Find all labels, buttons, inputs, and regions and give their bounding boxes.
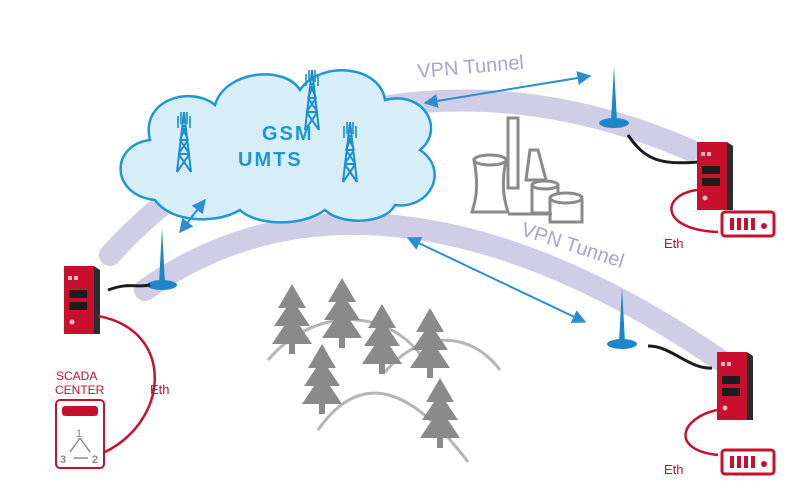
eth-cable-right-top	[670, 188, 719, 234]
link-arrow	[423, 71, 592, 108]
pine-tree-icon	[420, 378, 460, 448]
eth-label-right-top: Eth	[664, 236, 684, 251]
pine-tree-icon	[272, 284, 312, 354]
router-icon	[717, 352, 753, 420]
router-icon	[64, 266, 100, 334]
eth-cable-left	[97, 314, 156, 454]
link-arrow	[406, 237, 587, 323]
pine-tree-icon	[410, 308, 450, 378]
link-arrow	[179, 198, 206, 234]
scada-terminal	[55, 399, 105, 469]
pine-tree-icon	[302, 344, 342, 414]
scada-label-line2: CENTER	[55, 383, 105, 397]
antenna-cable	[626, 134, 699, 165]
plc-device-icon	[720, 448, 776, 476]
scada-label-line1: SCADA	[56, 369, 97, 383]
plc-device-icon	[720, 210, 776, 238]
vpn-tunnel-label-upper: VPN Tunnel	[417, 52, 525, 83]
cloud-label-umts: UMTS	[238, 149, 303, 171]
scada-node-3: 3	[60, 454, 66, 466]
power-plant-icon	[470, 116, 584, 224]
antenna-cable	[107, 283, 151, 292]
eth-label-right-bottom: Eth	[664, 462, 684, 477]
cloud-label-gsm: GSM	[262, 123, 314, 145]
pine-tree-icon	[362, 304, 402, 374]
pine-tree-icon	[322, 278, 362, 348]
eth-label-left: Eth	[150, 382, 170, 397]
vpn-tunnel-lower	[134, 213, 731, 371]
scada-node-1: 1	[76, 428, 82, 440]
antenna-cable	[647, 344, 713, 370]
eth-cable-right-bottom	[684, 408, 719, 457]
gsm-umts-cloud	[119, 69, 436, 224]
router-icon	[697, 142, 733, 210]
scada-node-2: 2	[92, 454, 98, 466]
